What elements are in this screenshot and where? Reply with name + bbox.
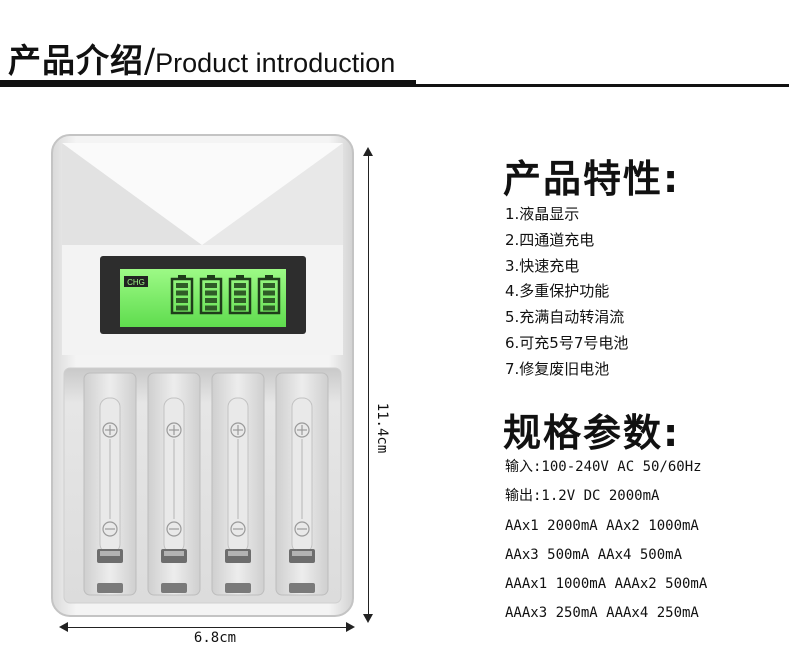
- lcd-battery-icon: [170, 275, 194, 315]
- width-dimension-line: [62, 627, 352, 628]
- battery-slots: [83, 372, 329, 596]
- spec-item: 输入:100-240V AC 50/60Hz: [505, 459, 702, 475]
- lcd-display: CHG: [100, 256, 306, 334]
- charging-slot: [147, 372, 201, 596]
- width-arrow-right: [346, 622, 355, 632]
- lcd-battery-icon: [257, 275, 281, 315]
- lcd-battery-icon: [199, 275, 223, 315]
- lcd-chg-label: CHG: [127, 278, 145, 287]
- height-arrow-bottom: [363, 614, 373, 623]
- feature-item: 3.快速充电: [505, 256, 580, 275]
- header-title-chinese: 产品介绍: [8, 41, 144, 80]
- header-underline: [0, 80, 416, 84]
- feature-item: 1.液晶显示: [505, 205, 580, 223]
- height-dimension-label: 11.4cm: [374, 402, 390, 454]
- specs-title: 规格参数:: [503, 411, 681, 455]
- feature-item: 4.多重保护功能: [505, 282, 610, 301]
- charging-slot: [83, 372, 137, 596]
- feature-item: 7.修复废旧电池: [505, 359, 610, 378]
- height-arrow-top: [363, 147, 373, 156]
- width-arrow-left: [59, 622, 68, 632]
- charging-slot: [211, 372, 265, 596]
- lcd-chg-badge: [124, 276, 148, 287]
- header-separator: /: [144, 41, 156, 80]
- specs-list: 输入:100-240V AC 50/60Hz 输出:1.2V DC 2000mA…: [505, 456, 707, 632]
- width-dimension-label: 6.8cm: [193, 630, 237, 646]
- spec-item: AAAx1 1000mA AAAx2 500mA: [505, 576, 708, 593]
- charging-slot: [275, 372, 329, 596]
- feature-item: 2.四通道充电: [505, 230, 595, 249]
- lcd-battery-icon: [228, 275, 252, 315]
- header-rule: [0, 84, 789, 87]
- header-title-english: Product introduction: [155, 48, 396, 78]
- spec-item: AAAx3 250mA AAAx4 250mA: [505, 605, 699, 622]
- spec-item: AAx1 2000mA AAx2 1000mA: [505, 517, 699, 534]
- feature-item: 6.可充5号7号电池: [505, 333, 629, 352]
- features-list: 1.液晶显示 2.四通道充电 3.快速充电 4.多重保护功能 5.充满自动转涓流…: [505, 202, 628, 383]
- charger-top-facet-center: [62, 143, 343, 245]
- spec-item: 输出:1.2V DC 2000mA: [505, 488, 660, 505]
- feature-item: 5.充满自动转涓流: [505, 308, 625, 327]
- spec-item: AAx3 500mA AAx4 500mA: [505, 546, 683, 563]
- charger-illustration: CHG: [51, 134, 354, 617]
- page-header: 产品介绍/Product introduction: [8, 34, 395, 84]
- features-title: 产品特性:: [503, 157, 681, 201]
- height-dimension-line: [368, 150, 369, 620]
- lcd-battery-icons: [170, 275, 281, 315]
